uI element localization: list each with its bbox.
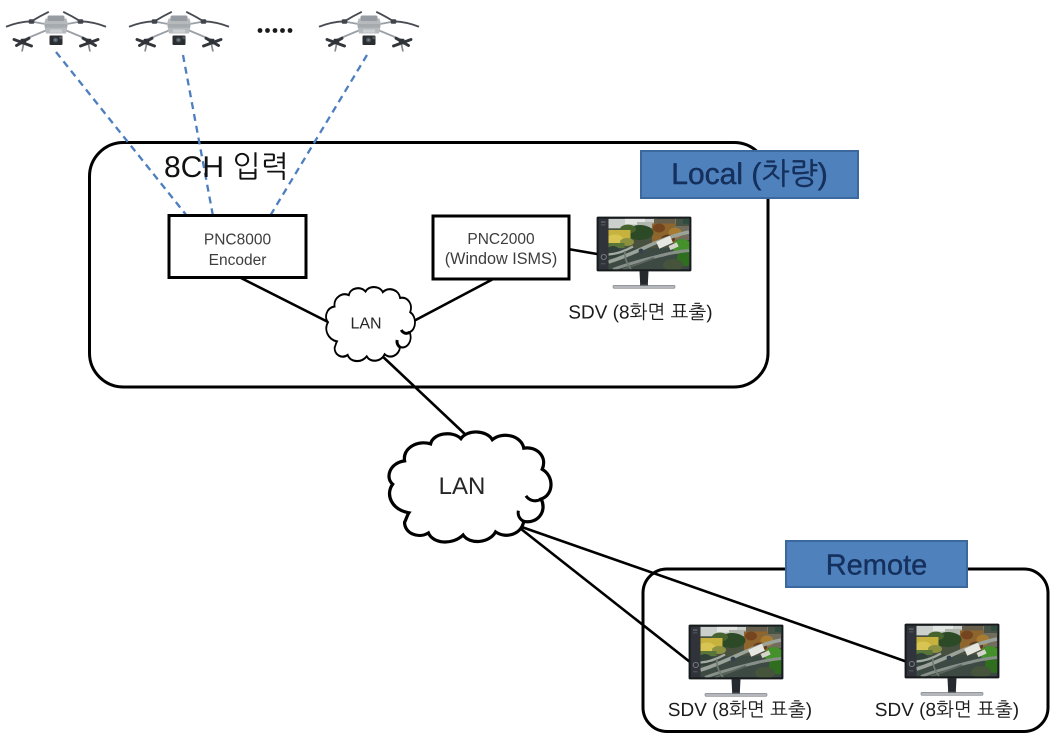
svg-text:LAN: LAN xyxy=(439,473,486,500)
svg-text:LAN: LAN xyxy=(350,316,381,333)
svg-text:Encoder: Encoder xyxy=(209,252,267,269)
svg-text:PNC2000: PNC2000 xyxy=(467,231,535,248)
svg-text:PNC8000: PNC8000 xyxy=(204,232,272,249)
svg-text:(Window ISMS): (Window ISMS) xyxy=(445,250,557,268)
svg-text:Remote: Remote xyxy=(826,550,928,582)
